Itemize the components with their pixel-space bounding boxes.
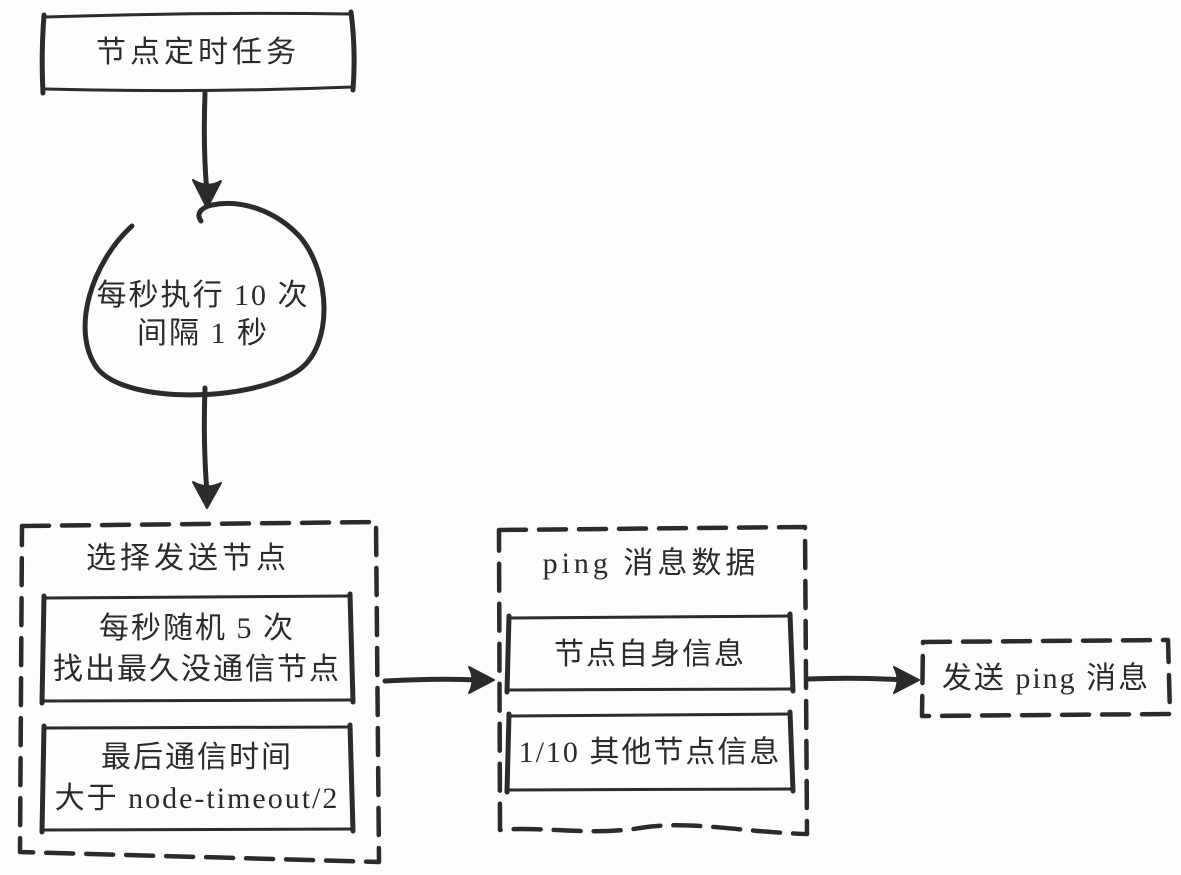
other-nodes-info-label: 1/10 其他节点信息 <box>519 736 782 769</box>
select-node-group: 选择发送节点 每秒随机 5 次 找出最久没通信节点 最后通信时间 大于 node… <box>17 519 382 865</box>
select-node-title: 选择发送节点 <box>86 542 290 575</box>
timer-task-box: 节点定时任务 <box>39 9 357 96</box>
frequency-bubble: 每秒执行 10 次 间隔 1 秒 <box>82 200 327 398</box>
arrow-ping-data-to-send <box>804 666 920 694</box>
arrow-select-to-ping-data <box>382 666 495 694</box>
frequency-line1: 每秒执行 10 次 <box>97 279 310 312</box>
random-select-step: 每秒随机 5 次 找出最久没通信节点 <box>39 591 356 706</box>
send-ping-box: 发送 ping 消息 <box>919 637 1173 719</box>
ping-data-title: ping 消息数据 <box>543 547 760 580</box>
ping-data-group: ping 消息数据 节点自身信息 1/10 其他节点信息 <box>496 524 810 837</box>
self-info-item: 节点自身信息 <box>504 611 796 695</box>
timeout-condition-line1: 最后通信时间 <box>101 741 293 774</box>
self-info-label: 节点自身信息 <box>554 638 746 671</box>
arrow-task-to-frequency <box>192 90 222 209</box>
arrow-frequency-to-select <box>192 385 222 509</box>
random-select-line2: 找出最久没通信节点 <box>53 653 341 686</box>
random-select-line1: 每秒随机 5 次 <box>99 612 295 645</box>
timer-task-label: 节点定时任务 <box>96 36 300 69</box>
send-ping-label: 发送 ping 消息 <box>942 662 1150 695</box>
frequency-line2: 间隔 1 秒 <box>137 317 269 350</box>
timeout-condition-step: 最后通信时间 大于 node-timeout/2 <box>39 722 356 835</box>
other-nodes-info-item: 1/10 其他节点信息 <box>504 709 796 795</box>
timeout-condition-line2: 大于 node-timeout/2 <box>55 782 340 815</box>
